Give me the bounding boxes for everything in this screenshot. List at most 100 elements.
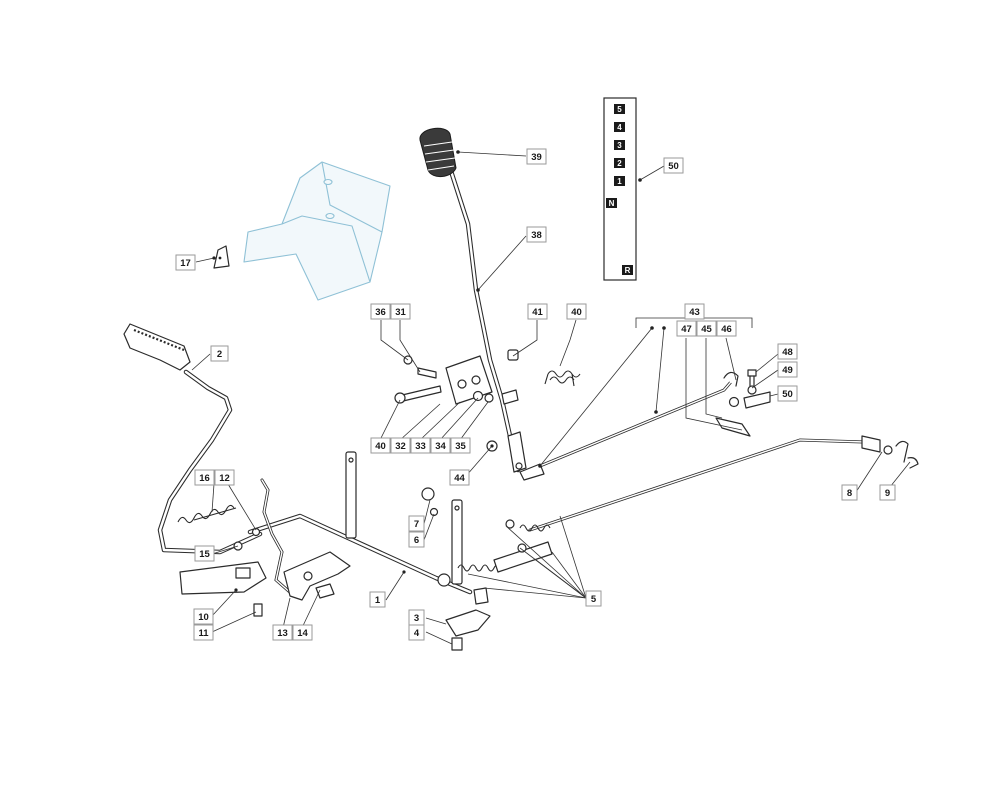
callout-39: 40 [370, 437, 391, 454]
lock-plate-13-14 [283, 551, 351, 601]
svg-text:15: 15 [199, 549, 210, 560]
svg-text:44: 44 [454, 473, 465, 484]
svg-text:35: 35 [455, 441, 466, 452]
drive-springs-5 [437, 519, 553, 605]
callout-9: 9 [879, 484, 896, 501]
gear-lever [447, 165, 527, 473]
selector-rod-12 [260, 478, 294, 596]
svg-text:50: 50 [782, 389, 793, 400]
callout-15: 15 [194, 545, 215, 562]
svg-text:31: 31 [395, 307, 406, 318]
svg-text:3: 3 [414, 613, 419, 624]
shift-rod-lower [528, 435, 919, 532]
leader-lines [191, 150, 911, 645]
callout-33: 33 [410, 437, 431, 454]
callout-8: 8 [841, 484, 858, 501]
callout-32: 32 [390, 437, 411, 454]
gate-label-r: R [625, 266, 631, 275]
svg-text:6: 6 [414, 535, 419, 546]
callout-10: 10 [193, 608, 214, 625]
callout-36: 38 [526, 226, 547, 243]
svg-text:4: 4 [414, 628, 420, 639]
clip-part-17 [213, 245, 230, 269]
svg-text:5: 5 [591, 594, 597, 605]
svg-text:46: 46 [721, 324, 732, 335]
callout-45: 46 [716, 320, 737, 337]
svg-text:34: 34 [435, 441, 446, 452]
callout-47: 48 [777, 343, 798, 360]
gear-gate-plate: 5 4 3 2 1 N R [603, 97, 637, 281]
callout-46: 47 [676, 320, 697, 337]
callout-4: 4 [408, 624, 425, 641]
callout-43: 44 [449, 469, 470, 486]
callout-41: 43 [684, 303, 705, 320]
svg-text:7: 7 [414, 519, 419, 530]
callout-7: 7 [408, 515, 425, 532]
svg-text:50: 50 [668, 161, 679, 172]
svg-text:1: 1 [375, 595, 381, 606]
callout-17: 17 [175, 254, 196, 271]
svg-text:12: 12 [219, 473, 230, 484]
callout-11: 11 [193, 624, 214, 641]
gate-label-5: 5 [617, 105, 622, 114]
svg-text:13: 13 [277, 628, 288, 639]
callout-38: 40 [566, 303, 587, 320]
svg-text:43: 43 [689, 307, 700, 318]
callout-labels: 17 2 39 38 50 36 31 41 40 43 47 45 46 48… [175, 148, 896, 641]
callout-37: 39 [526, 148, 547, 165]
svg-text:39: 39 [531, 152, 542, 163]
rod-fixings-47-48-49 [728, 369, 771, 409]
small-fittings [233, 487, 439, 617]
svg-text:17: 17 [180, 258, 191, 269]
lever-knob [419, 127, 457, 177]
gate-label-3: 3 [617, 141, 622, 150]
svg-text:2: 2 [217, 349, 222, 360]
callout-40: 41 [527, 303, 548, 320]
svg-text:36: 36 [375, 307, 386, 318]
callout-13: 13 [272, 624, 293, 641]
tension-spring-16 [177, 504, 237, 524]
callout-35-bottom: 35 [450, 437, 471, 454]
svg-text:49: 49 [782, 365, 793, 376]
callout-44: 45 [696, 320, 717, 337]
gate-label-1: 1 [617, 177, 622, 186]
gate-label-4: 4 [617, 123, 622, 132]
callout-34: 34 [430, 437, 451, 454]
svg-text:11: 11 [198, 628, 209, 639]
bolt-set [394, 349, 519, 452]
gate-label-2: 2 [617, 159, 622, 168]
svg-text:8: 8 [847, 488, 852, 499]
svg-text:47: 47 [681, 324, 692, 335]
svg-text:41: 41 [532, 307, 543, 318]
callout-6: 6 [408, 531, 425, 548]
callout-31: 31 [390, 303, 411, 320]
callout-12: 12 [214, 469, 235, 486]
callout-50: 50 [663, 157, 684, 174]
svg-text:16: 16 [199, 473, 210, 484]
svg-text:40: 40 [375, 441, 386, 452]
rod-clip-44 [715, 417, 751, 437]
svg-text:48: 48 [782, 347, 793, 358]
callout-5: 5 [585, 590, 602, 607]
return-spring-38 [544, 370, 581, 387]
callout-49: 50 [777, 385, 798, 402]
callout-48: 49 [777, 361, 798, 378]
svg-text:33: 33 [415, 441, 426, 452]
callout-1: 1 [369, 591, 386, 608]
callout-3: 3 [408, 609, 425, 626]
svg-text:40: 40 [571, 307, 582, 318]
callout-2: 2 [210, 345, 229, 362]
svg-text:9: 9 [885, 488, 890, 499]
callout-35-top: 36 [370, 303, 391, 320]
brake-pedal-2 [123, 323, 263, 555]
svg-text:38: 38 [531, 230, 542, 241]
gate-label-n: N [609, 199, 615, 208]
ghost-cover-panel [243, 161, 391, 301]
bracket-3-4 [445, 609, 491, 651]
svg-text:10: 10 [198, 612, 209, 623]
svg-text:45: 45 [701, 324, 712, 335]
cross-shaft-1 [247, 451, 473, 595]
shift-rod-upper [519, 371, 739, 481]
svg-text:14: 14 [297, 628, 308, 639]
